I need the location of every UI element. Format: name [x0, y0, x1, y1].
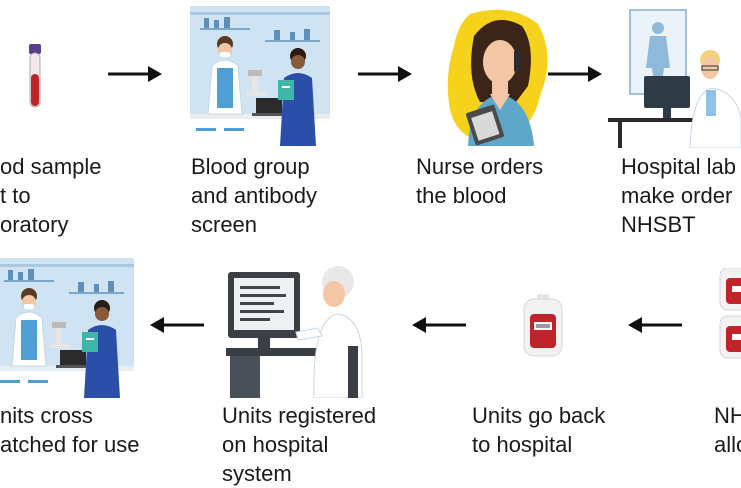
step-label-nhsbt-allocate: NH allo: [714, 403, 741, 457]
arrow-left-2-icon: [412, 317, 466, 333]
step-label-blood-sample: od sample t to oratory: [0, 154, 102, 237]
nurse-on-phone-icon: [447, 9, 548, 146]
blood-bag-icon: [719, 268, 741, 359]
doctor-at-computer-icon: [608, 9, 741, 148]
arrow-right-1-icon: [108, 66, 162, 82]
arrow-left-3-icon: [628, 317, 682, 333]
staff-at-computer-icon: [226, 266, 363, 398]
step-label-hospital-lab: Hospital lab make order NHSBT: [621, 154, 736, 237]
step-label-units-registered: Units registered on hospital system: [222, 403, 377, 486]
step-label-blood-group: Blood group and antibody screen: [191, 154, 317, 237]
laboratory-scene-icon: [0, 258, 134, 398]
step-label-units-back: Units go back to hospital: [472, 403, 606, 457]
laboratory-scene-icon: [190, 6, 330, 146]
arrow-left-1-icon: [150, 317, 204, 333]
arrow-right-2-icon: [358, 66, 412, 82]
step-label-nurse-orders: Nurse orders the blood: [416, 154, 544, 208]
arrow-right-3-icon: [548, 66, 602, 82]
blood-bag-icon: [523, 294, 563, 357]
step-label-units-cross: nits cross atched for use: [0, 403, 140, 457]
blood-tube-icon: [29, 44, 41, 108]
